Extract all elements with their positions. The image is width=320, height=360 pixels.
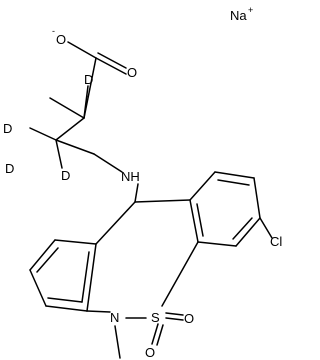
counterion-label: Na + xyxy=(230,5,253,23)
deuterium-labels: D D D D xyxy=(3,72,93,183)
sulfur-label: S xyxy=(151,310,160,325)
oxygen-minus-charge: - xyxy=(52,26,55,36)
sodium-label: Na xyxy=(230,8,247,23)
oxygen-minus-label: O xyxy=(56,32,66,47)
deuterium-label-3: D xyxy=(5,161,14,176)
ring-nitrogen-label: N xyxy=(110,310,119,325)
sulfonyl-oxygen-label-2: O xyxy=(184,311,194,326)
sulfonyl-oxygen-label-1: O xyxy=(145,345,155,360)
deuterium-label-1: D xyxy=(84,72,93,87)
sulfonyl-group: S O O xyxy=(145,310,194,360)
chlorine-label: Cl xyxy=(270,234,282,249)
amine-label: NH xyxy=(121,169,140,184)
deuterium-label-4: D xyxy=(61,168,70,183)
chemical-structure-diagram: Na + - O O D D D D NH Cl N S O O xyxy=(3,5,282,360)
carbonyl-oxygen-label: O xyxy=(127,65,137,80)
bond-lines xyxy=(29,41,273,359)
deuterium-label-2: D xyxy=(3,121,12,136)
sodium-charge: + xyxy=(248,5,253,15)
